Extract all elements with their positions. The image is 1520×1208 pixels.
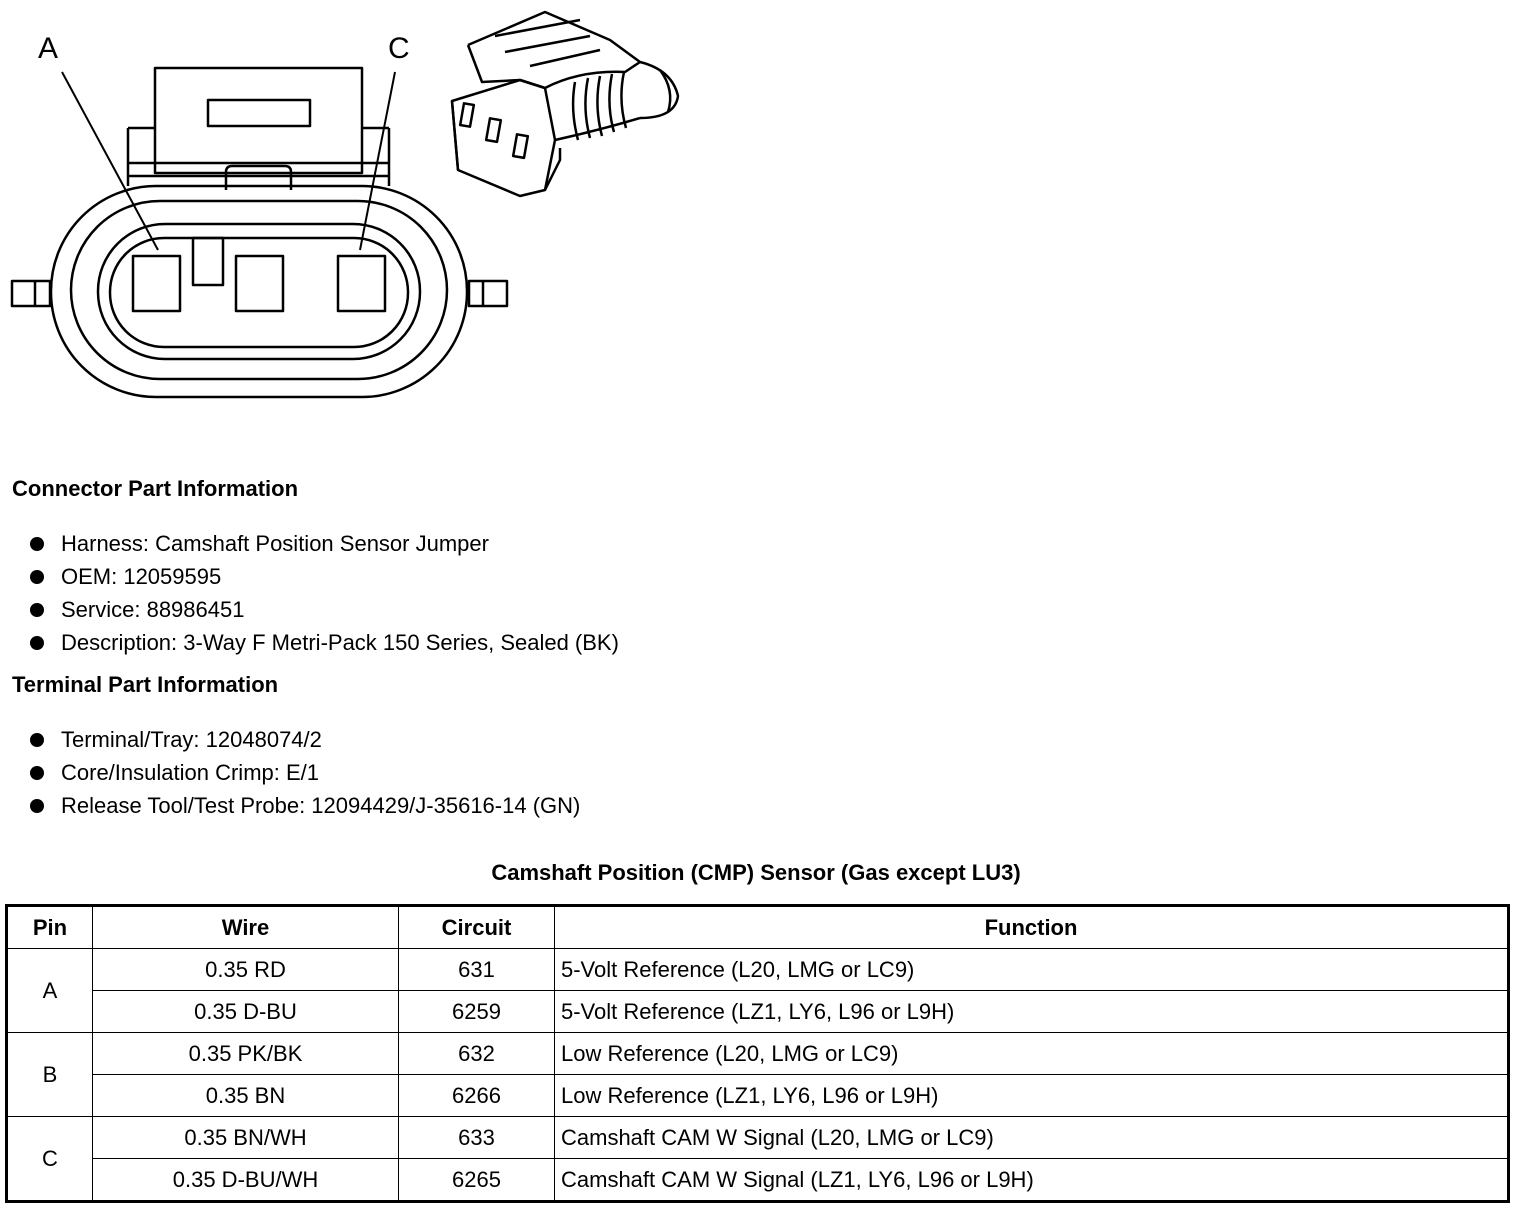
wire-cell: 0.35 PK/BK [92,1032,399,1075]
table-row: A 0.35 RD 631 5-Volt Reference (L20, LMG… [6,948,1509,1033]
list-item-text: OEM: 12059595 [61,564,222,589]
list-item-text: Core/Insulation Crimp: E/1 [61,760,319,785]
bullet-icon [30,766,44,780]
bullet-icon [30,636,44,650]
connector-part-info-heading: Connector Part Information [12,476,299,501]
connector-diagram: A C [10,10,680,399]
list-item-text: Service: 88986451 [61,597,245,622]
list-item: Release Tool/Test Probe: 12094429/J-3561… [30,789,580,822]
table-title: Camshaft Position (CMP) Sensor (Gas exce… [491,860,1021,885]
cavity-c [336,254,387,313]
list-item-text: Release Tool/Test Probe: 12094429/J-3561… [61,793,581,818]
header-function: Function [554,905,1509,949]
bullet-icon [30,570,44,584]
circuit-cell: 633 [398,1116,555,1159]
cavity-a [131,254,182,313]
bullet-icon [30,603,44,617]
terminal-part-info-heading: Terminal Part Information [12,672,279,697]
connector-3d-view [450,10,680,198]
function-cell: Low Reference (L20, LMG or LC9) [554,1032,1509,1075]
table-row: 0.35 D-BU/WH 6265 Camshaft CAM W Signal … [7,1158,1509,1202]
wire-cell: 0.35 BN [92,1074,399,1117]
bullet-icon [30,799,44,813]
pin-cell: A [6,948,93,1033]
cavity-b [234,254,285,313]
circuit-cell: 6265 [398,1158,555,1202]
circuit-cell: 632 [398,1032,555,1075]
pinout-table: Pin Wire Circuit Function A 0.35 RD 631 … [5,904,1510,1203]
connector-lock-tab [126,66,391,190]
wire-cell: 0.35 D-BU [92,990,399,1033]
bullet-icon [30,537,44,551]
function-cell: Camshaft CAM W Signal (L20, LMG or LC9) [554,1116,1509,1159]
list-item: OEM: 12059595 [30,560,619,593]
list-item: Terminal/Tray: 12048074/2 [30,723,580,756]
list-item: Description: 3-Way F Metri-Pack 150 Seri… [30,626,619,659]
function-cell: 5-Volt Reference (L20, LMG or LC9) [554,948,1509,991]
pin-cell: C [6,1116,93,1202]
wire-cell: 0.35 D-BU/WH [92,1158,399,1202]
function-cell: Camshaft CAM W Signal (LZ1, LY6, L96 or … [554,1158,1509,1202]
terminal-part-info-list: Terminal/Tray: 12048074/2 Core/Insulatio… [30,723,580,822]
connector-side-ears [10,279,509,308]
list-item-text: Harness: Camshaft Position Sensor Jumper [61,531,489,556]
leader-line-a [61,71,159,251]
table-header-row: Pin Wire Circuit Function [6,905,1509,949]
list-item-text: Description: 3-Way F Metri-Pack 150 Seri… [61,630,619,655]
header-circuit: Circuit [398,905,555,949]
pin-cell: B [6,1032,93,1117]
table-row: 0.35 D-BU 6259 5-Volt Reference (LZ1, LY… [7,990,1509,1033]
list-item: Service: 88986451 [30,593,619,626]
pin-label-a: A [38,32,58,65]
list-item: Core/Insulation Crimp: E/1 [30,756,580,789]
connector-body [49,184,469,399]
header-wire: Wire [92,905,399,949]
connector-part-info-list: Harness: Camshaft Position Sensor Jumper… [30,527,619,659]
circuit-cell: 631 [398,948,555,991]
table-row: 0.35 BN 6266 Low Reference (LZ1, LY6, L9… [7,1074,1509,1117]
table-row: B 0.35 PK/BK 632 Low Reference (L20, LMG… [6,1032,1509,1117]
wire-cell: 0.35 BN/WH [92,1116,399,1159]
connector-key [191,236,225,287]
header-pin: Pin [6,905,93,949]
list-item: Harness: Camshaft Position Sensor Jumper [30,527,619,560]
function-cell: 5-Volt Reference (LZ1, LY6, L96 or L9H) [554,990,1509,1033]
table-row: C 0.35 BN/WH 633 Camshaft CAM W Signal (… [6,1116,1509,1202]
wire-cell: 0.35 RD [92,948,399,991]
leader-line-c [359,71,396,251]
circuit-cell: 6266 [398,1074,555,1117]
bullet-icon [30,733,44,747]
function-cell: Low Reference (LZ1, LY6, L96 or L9H) [554,1074,1509,1117]
circuit-cell: 6259 [398,990,555,1033]
list-item-text: Terminal/Tray: 12048074/2 [61,727,322,752]
pin-label-c: C [388,32,410,65]
